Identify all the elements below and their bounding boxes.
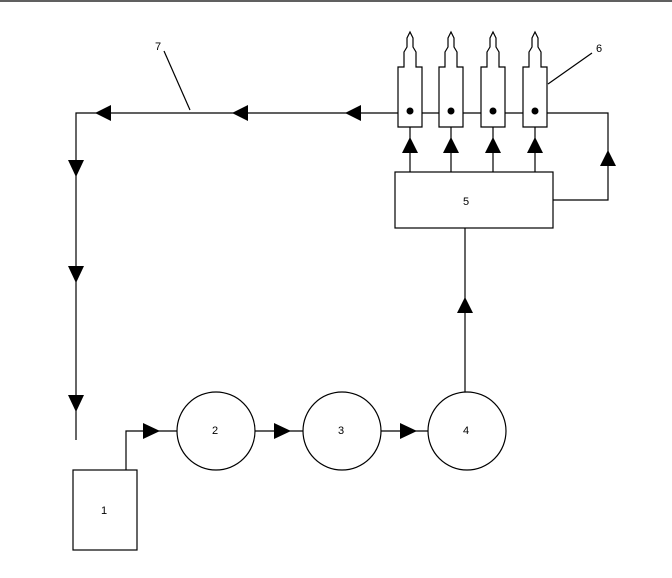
label-circle-3: 3 <box>338 425 344 437</box>
circle-3 <box>302 391 382 471</box>
arrow-outlet-3 <box>485 137 501 153</box>
arrow-return-left-3 <box>345 105 361 121</box>
arrow-supply-2 <box>274 423 291 439</box>
arrow-supply-up <box>457 297 473 313</box>
leader-line-7 <box>163 50 191 111</box>
arrow-return-down-3 <box>68 395 84 412</box>
circle-4 <box>427 391 507 471</box>
arrow-return-down-1 <box>68 160 84 177</box>
label-return-line: 7 <box>155 41 161 53</box>
leader-line-6 <box>547 52 593 85</box>
tank-box <box>72 469 138 551</box>
arrow-supply-1 <box>143 423 160 439</box>
arrow-outlet-2 <box>443 137 459 153</box>
injector-2 <box>438 30 464 128</box>
arrow-return-left-1 <box>95 105 111 121</box>
arrow-overflow-up <box>600 150 616 166</box>
label-circle-4: 4 <box>463 425 469 437</box>
label-tank: 1 <box>101 505 107 517</box>
arrow-outlet-1 <box>402 137 418 153</box>
arrow-supply-3 <box>400 423 417 439</box>
arrow-outlet-4 <box>527 137 543 153</box>
return-line <box>68 105 616 440</box>
circle-2 <box>176 391 256 471</box>
outlet-lines <box>402 127 543 172</box>
supply-line <box>125 228 473 470</box>
label-circle-2: 2 <box>212 425 218 437</box>
block-5 <box>394 171 554 229</box>
label-block: 5 <box>463 196 469 208</box>
injector-1 <box>397 30 423 128</box>
arrow-return-down-2 <box>68 266 84 283</box>
injector-4 <box>522 30 548 128</box>
arrow-return-left-2 <box>232 105 248 121</box>
label-injectors: 6 <box>596 43 602 55</box>
injector-3 <box>480 30 506 128</box>
